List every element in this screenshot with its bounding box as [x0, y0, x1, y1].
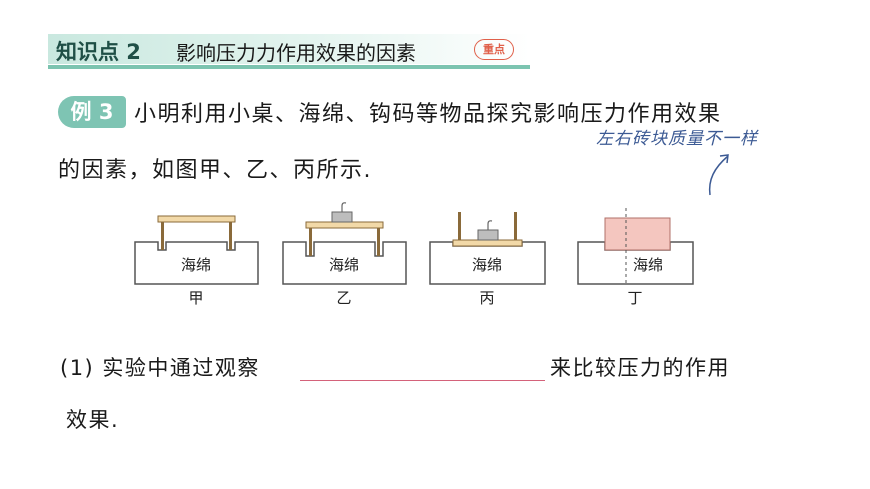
panel-caption: 丙	[479, 289, 494, 307]
table-leg	[309, 228, 312, 256]
sponge-shape	[282, 241, 407, 285]
table-leg	[377, 228, 380, 256]
section-header: 知识点 2 影响压力力作用效果的因素 重点	[48, 34, 530, 70]
panel-bing: 海绵 丙	[429, 212, 546, 307]
question1-suffix: 来比较压力的作用	[550, 356, 730, 380]
table-top	[452, 239, 523, 247]
experiment-figure: 海绵 甲 海绵 乙 海绵 丙 海绵 丁	[134, 202, 694, 307]
question1-prefix: (1) 实验中通过观察	[60, 356, 260, 380]
table-top	[305, 221, 384, 229]
weight-hook	[487, 220, 493, 230]
weight-hook	[341, 202, 347, 212]
table-leg	[161, 222, 164, 250]
handwritten-annotation: 左右砖块质量不一样	[596, 129, 758, 149]
sponge-label: 海绵	[633, 256, 663, 274]
section-title: 影响压力力作用效果的因素	[176, 41, 416, 65]
key-point-badge: 重点	[474, 39, 514, 60]
sponge-shape	[134, 241, 259, 285]
section-header-underline	[48, 65, 530, 69]
section-tag: 知识点 2	[56, 40, 141, 64]
section-header-background	[48, 34, 530, 64]
panel-ding: 海绵 丁	[577, 208, 694, 307]
sponge-label: 海绵	[472, 256, 502, 274]
example-text-line1: 小明利用小桌、海绵、钩码等物品探究影响压力作用效果	[134, 102, 722, 127]
panel-caption: 丁	[627, 289, 642, 307]
example-text-line2: 的因素，如图甲、乙、丙所示.	[58, 158, 372, 183]
weight-block	[477, 229, 499, 241]
table-leg	[458, 212, 461, 240]
panel-jia: 海绵 甲	[134, 215, 259, 307]
sponge-label: 海绵	[329, 256, 359, 274]
panel-caption: 甲	[188, 289, 203, 307]
answer-blank[interactable]	[300, 380, 545, 381]
question1-line2: 效果.	[66, 408, 120, 432]
table-top	[157, 215, 236, 223]
example-badge: 例 3	[58, 96, 126, 128]
panel-yi: 海绵 乙	[282, 202, 407, 307]
brick	[604, 217, 671, 251]
table-leg	[514, 212, 517, 240]
panel-caption: 乙	[336, 289, 351, 307]
annotation-arrow-icon	[708, 154, 729, 196]
sponge-label: 海绵	[181, 256, 211, 274]
weight-block	[331, 211, 353, 223]
table-leg	[229, 222, 232, 250]
